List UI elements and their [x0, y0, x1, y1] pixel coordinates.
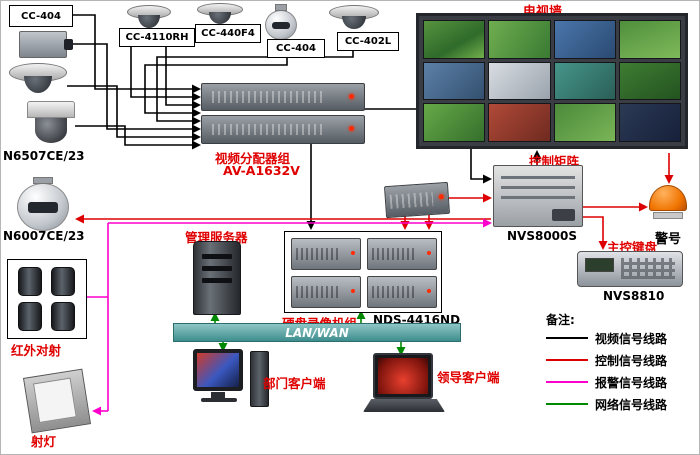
- alarm-label: 警号: [655, 232, 682, 247]
- dvr-group-box: [284, 231, 442, 313]
- dvr-unit: [367, 238, 437, 270]
- legend-line-sample: [546, 381, 588, 383]
- matrix-model: NVS8000S: [507, 229, 578, 243]
- tv-wall-monitor: [423, 61, 486, 101]
- tv-wall-monitor: [618, 61, 681, 101]
- camera-label-cc404-left: CC-404: [9, 5, 73, 27]
- signal-interface-device: [383, 181, 451, 219]
- leader-client-laptop-icon: [363, 353, 445, 413]
- camera-label-cc404-top: CC-404: [267, 39, 325, 58]
- legend-item-alarm: 报警信号线路: [546, 371, 696, 393]
- keyboard-model: NVS8810: [603, 289, 665, 303]
- dome-camera-icon: [197, 3, 243, 25]
- legend-item-label: 控制信号线路: [595, 353, 668, 368]
- department-client-pc-icon: [193, 349, 269, 423]
- box-camera-icon: [19, 31, 73, 58]
- dvr-unit: [367, 276, 437, 308]
- tv-wall-monitor: [423, 103, 486, 142]
- ir-beam-detector-group: [7, 259, 87, 339]
- control-matrix-device: [493, 165, 583, 227]
- alarm-siren-icon: [649, 185, 687, 227]
- spotlight-icon: [22, 368, 92, 434]
- wall-dome-camera-icon: [9, 63, 67, 95]
- legend-line-sample: [546, 337, 588, 339]
- video-distributor-unit-2: [201, 115, 365, 144]
- camera-model-n6507: N6507CE/23: [3, 149, 85, 163]
- legend: 视频信号线路 控制信号线路 报警信号线路 网络信号线路: [546, 327, 696, 415]
- tv-wall-monitor: [553, 20, 616, 59]
- camera-label-cc4110rh: CC-4110RH: [119, 28, 195, 47]
- tv-wall-monitor: [618, 20, 681, 59]
- tv-wall-monitor: [553, 103, 616, 142]
- tv-wall: [416, 13, 688, 149]
- dome-camera-icon: [127, 5, 171, 29]
- management-server-icon: [193, 241, 241, 315]
- lan-wan-bus: LAN/WAN: [173, 323, 461, 342]
- legend-title: 备注:: [546, 313, 575, 327]
- ir-beam-label: 红外对射: [11, 343, 62, 358]
- tv-wall-monitor: [488, 103, 551, 142]
- tv-wall-monitor: [488, 20, 551, 59]
- dvr-unit: [291, 238, 361, 270]
- camera-label-cc440f4: CC-440F4: [195, 24, 261, 43]
- legend-item-control: 控制信号线路: [546, 349, 696, 371]
- legend-line-sample: [546, 359, 588, 361]
- tv-wall-monitor: [553, 61, 616, 101]
- camera-label-cc402l: CC-402L: [337, 32, 399, 51]
- tv-wall-monitor: [423, 20, 486, 59]
- video-distributor-unit-1: [201, 83, 365, 111]
- distributor-title: 视频分配器组: [215, 151, 291, 166]
- legend-item-label: 报警信号线路: [595, 375, 668, 390]
- tv-wall-monitor: [488, 61, 551, 101]
- tv-wall-monitor: [618, 103, 681, 142]
- leader-client-label: 领导客户端: [437, 370, 500, 385]
- ball-camera-icon: [265, 4, 297, 40]
- control-keyboard-device: [577, 251, 683, 287]
- legend-line-sample: [546, 403, 588, 405]
- ir-detector-icon: [18, 267, 42, 296]
- ir-detector-icon: [51, 267, 75, 296]
- legend-item-video: 视频信号线路: [546, 327, 696, 349]
- distributor-model: AV-A1632V: [223, 163, 300, 178]
- dome-camera-icon: [329, 5, 379, 31]
- spotlight-label: 射灯: [31, 434, 57, 449]
- alarm-signal-lines: [85, 218, 492, 416]
- legend-item-network: 网络信号线路: [546, 393, 696, 415]
- camera-model-n6007: N6007CE/23: [3, 229, 85, 243]
- ptz-speed-dome-icon: [17, 177, 69, 231]
- ir-detector-icon: [51, 302, 75, 331]
- department-client-label: 部门客户端: [263, 376, 326, 391]
- dvr-unit: [291, 276, 361, 308]
- ceiling-dome-camera-icon: [27, 101, 75, 145]
- control-signal-lines: [75, 153, 674, 250]
- ir-detector-icon: [18, 302, 42, 331]
- legend-item-label: 网络信号线路: [595, 397, 668, 412]
- legend-item-label: 视频信号线路: [595, 331, 668, 346]
